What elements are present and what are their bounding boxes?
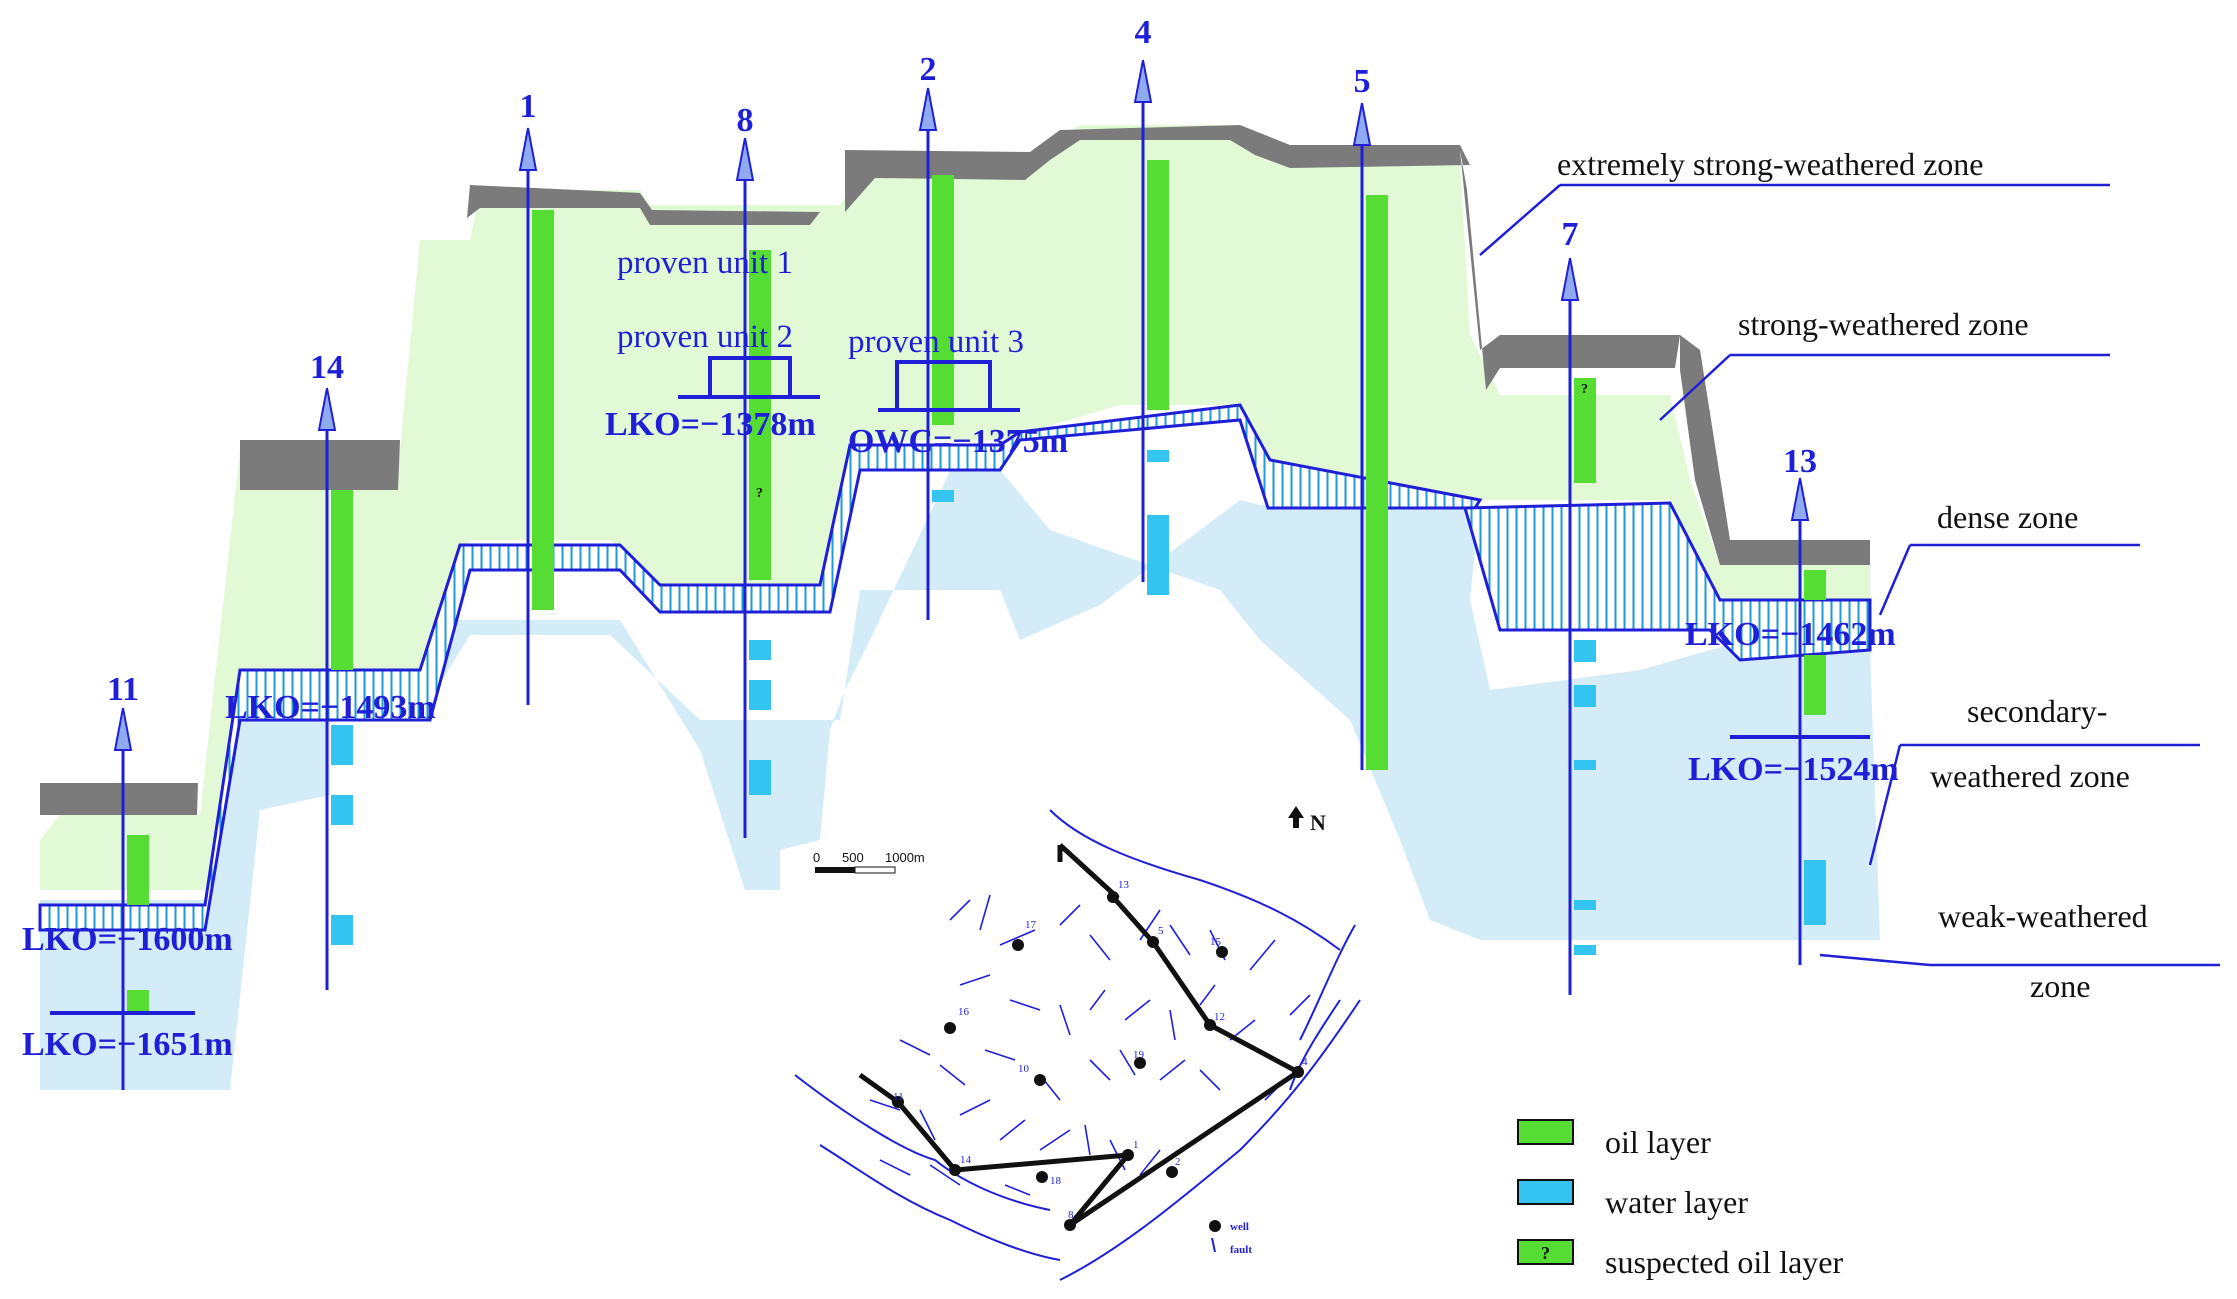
svg-text:2: 2 (1175, 1156, 1181, 1168)
contact-label: LKO=−1651m (22, 1026, 233, 1063)
legend-suspected-label: suspected oil layer (1605, 1244, 1843, 1280)
well-number: 7 (1562, 216, 1579, 253)
svg-text:18: 18 (1050, 1175, 1062, 1187)
well-14 (317, 387, 353, 990)
svg-text:4: 4 (1302, 1056, 1308, 1068)
suspected-oil-marker: ? (756, 486, 763, 501)
svg-text:1: 1 (1133, 1139, 1139, 1151)
svg-text:14: 14 (960, 1154, 972, 1166)
strong-weathered-zone (40, 125, 1870, 890)
legend-suspected-symbol: ? (1541, 1243, 1550, 1263)
well-number: 11 (107, 671, 139, 708)
svg-text:17: 17 (1025, 919, 1037, 931)
zone-leader-lines (1479, 183, 2220, 967)
suspected-oil-marker: ? (1581, 382, 1588, 397)
well-number: 2 (920, 51, 937, 88)
svg-text:12: 12 (1214, 1011, 1225, 1023)
legend-water-label: water layer (1605, 1184, 1748, 1220)
svg-text:0: 0 (813, 850, 820, 865)
svg-text:16: 16 (958, 1006, 970, 1018)
zone-label-extremely-strong: extremely strong-weathered zone (1557, 146, 1983, 182)
proven-units (678, 356, 1020, 412)
svg-text:13: 13 (1118, 879, 1130, 891)
well-13 (1790, 477, 1826, 965)
legend-water-swatch (1517, 1179, 1574, 1205)
zone-label-dense: dense zone (1937, 499, 2078, 535)
map-outline (794, 809, 1361, 1281)
svg-text:N: N (1310, 810, 1326, 835)
contact-label: LKO=−1600m (22, 921, 233, 958)
svg-text:8: 8 (1068, 1209, 1074, 1221)
well-8 (735, 137, 771, 838)
contact-label: LKO=−1493m (225, 689, 436, 726)
well-number: 14 (310, 349, 344, 386)
water-zone (40, 450, 1880, 1090)
proven-unit-label: proven unit 2 (617, 319, 793, 355)
contact-label: OWC=−1375m (848, 423, 1068, 460)
well-7 (1560, 257, 1596, 995)
well-number: 4 (1135, 14, 1152, 51)
svg-text:15: 15 (1210, 936, 1222, 948)
well-number: 8 (737, 102, 754, 139)
well-5 (1352, 102, 1388, 770)
well-number: 1 (520, 88, 537, 125)
svg-text:500: 500 (842, 850, 864, 865)
proven-unit-label: proven unit 3 (848, 324, 1024, 360)
map-wells (892, 891, 1304, 1231)
well-11 (113, 707, 149, 1090)
contact-label: LKO=−1524m (1688, 751, 1899, 788)
zone-label-strong: strong-weathered zone (1738, 306, 2029, 342)
map-legend: well fault (1209, 1220, 1252, 1256)
svg-text:fault: fault (1230, 1244, 1252, 1256)
contact-label: LKO=−1462m (1685, 616, 1896, 653)
svg-text:1000m: 1000m (885, 850, 925, 865)
well-number: 13 (1783, 443, 1817, 480)
zone-label-weak: weak-weathered (1938, 898, 2148, 934)
svg-text:19: 19 (1133, 1049, 1145, 1061)
contact-lines (50, 735, 1870, 1015)
svg-text:11: 11 (893, 1091, 904, 1103)
north-arrow: N (1288, 806, 1326, 835)
scale-bar: 0 500 1000m (813, 850, 925, 874)
legend-oil-swatch (1517, 1119, 1574, 1145)
zone-label-secondary: secondary- (1967, 693, 2107, 729)
zone-label-weak: zone (2030, 968, 2090, 1004)
proven-unit-label: proven unit 1 (617, 245, 793, 281)
svg-text:well: well (1230, 1221, 1249, 1233)
section-route (858, 843, 1303, 1228)
well-number: 5 (1354, 63, 1371, 100)
svg-text:5: 5 (1158, 925, 1164, 937)
well-1 (518, 127, 554, 705)
legend: oil layer water layer ? suspected oil la… (1517, 1119, 1843, 1280)
legend-oil-label: oil layer (1605, 1124, 1711, 1160)
well-4 (1133, 59, 1169, 595)
map-well-labels: 13 5 15 17 16 19 10 4 11 14 18 1 2 8 12 (893, 879, 1308, 1221)
legend-suspected-swatch (1517, 1239, 1574, 1265)
zone-label-secondary: weathered zone (1930, 758, 2130, 794)
inset-map: N 0 500 1000m (794, 806, 1361, 1281)
svg-text:10: 10 (1018, 1063, 1030, 1075)
contact-label: LKO=−1378m (605, 406, 816, 443)
